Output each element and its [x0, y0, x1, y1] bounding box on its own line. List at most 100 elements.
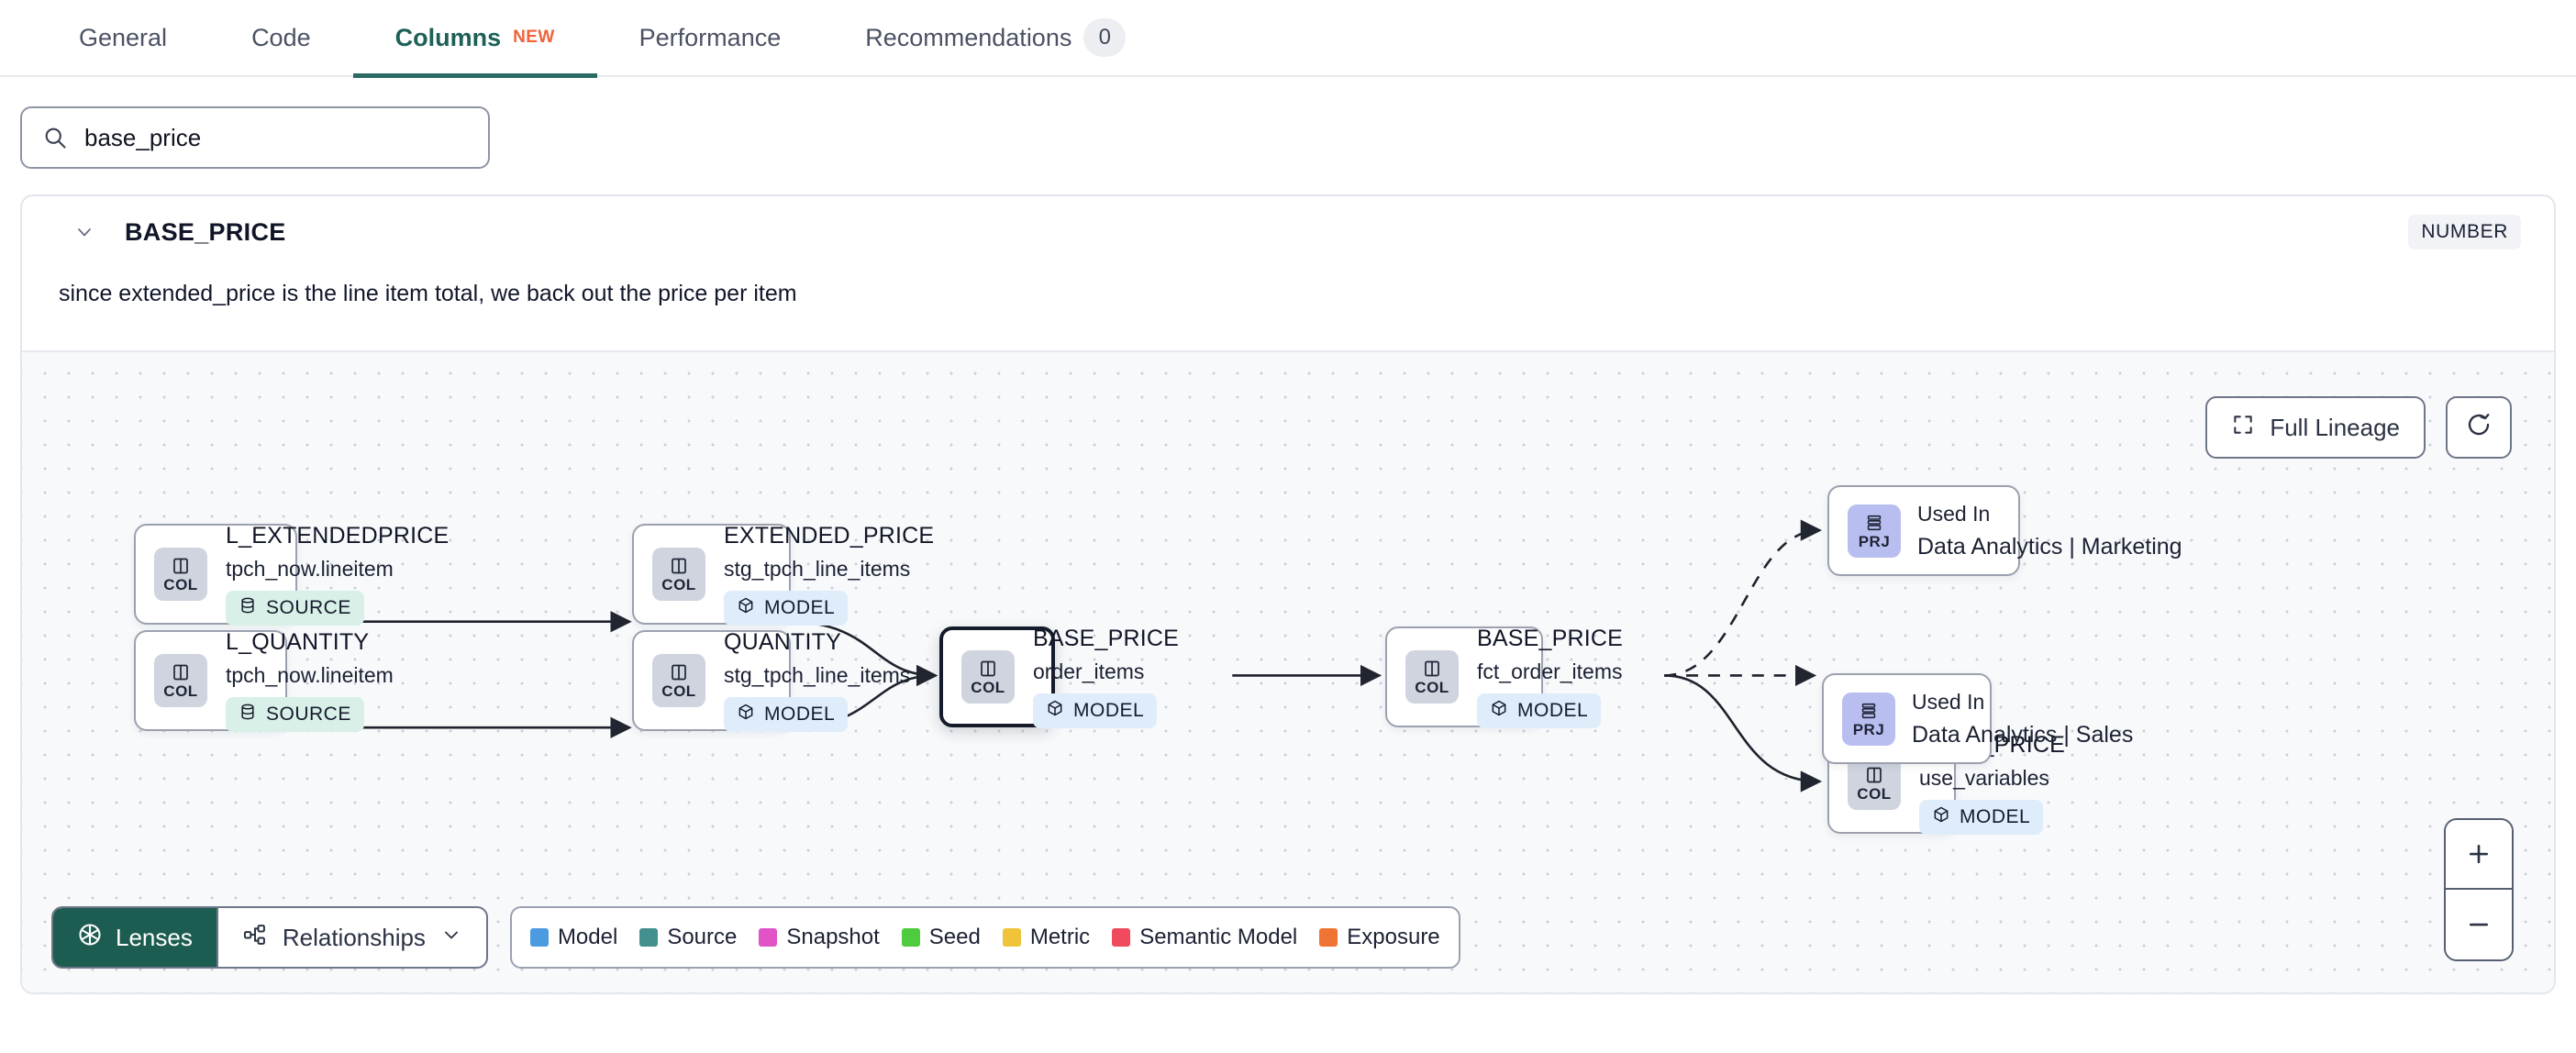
database-icon: [239, 703, 257, 726]
node-body: L_EXTENDEDPRICE tpch_now.lineitem SOURCE: [226, 523, 449, 626]
tab-label: Columns: [394, 23, 502, 51]
node-subtitle: order_items: [1033, 660, 1145, 683]
lineage-node-base-price-fct-order-items[interactable]: COL BASE_PRICE fct_order_items MODEL: [1385, 626, 1623, 728]
zoom-out-button[interactable]: [2446, 890, 2512, 959]
node-subtitle: use_variables: [1919, 766, 2049, 790]
node-type-pill: SOURCE: [226, 697, 364, 732]
col-icon-label: COL: [661, 682, 696, 700]
node-name: Data Analytics | Sales: [1912, 721, 2134, 748]
search-icon: [42, 125, 68, 150]
legend-swatch: [639, 928, 659, 947]
pill-label: MODEL: [764, 597, 836, 618]
legend-item-snapshot: Snapshot: [759, 925, 880, 950]
lineage-node-base-price-order-items[interactable]: COL BASE_PRICE order_items MODEL: [939, 626, 1179, 728]
node-body: Used In Data Analytics | Sales: [1912, 690, 2133, 748]
database-icon: [239, 596, 257, 620]
full-lineage-button[interactable]: Full Lineage: [2205, 396, 2426, 459]
col-icon: COL: [154, 548, 207, 601]
col-icon: COL: [1848, 757, 1901, 810]
lenses-relationships-group: Lenses Relationships: [51, 906, 488, 969]
legend-swatch: [529, 928, 549, 947]
tab-general[interactable]: General: [37, 0, 209, 76]
node-type-pill: MODEL: [724, 697, 849, 732]
tab-label: General: [79, 23, 168, 51]
node-subtitle: stg_tpch_line_items: [724, 557, 911, 581]
node-name: L_EXTENDEDPRICE: [226, 523, 450, 549]
lineage-node-project-marketing[interactable]: PRJ Used In Data Analytics | Marketing: [1827, 485, 2182, 576]
node-subtitle: tpch_now.lineitem: [226, 663, 394, 687]
cube-icon: [737, 596, 755, 620]
lineage-node-l-extendedprice[interactable]: COL L_EXTENDEDPRICE tpch_now.lineitem SO…: [134, 523, 449, 626]
legend-swatch: [759, 928, 778, 947]
zoom-in-button[interactable]: [2446, 820, 2512, 890]
column-header: BASE_PRICE NUMBER: [22, 196, 2554, 268]
lenses-label: Lenses: [116, 923, 193, 951]
node-subtitle: tpch_now.lineitem: [226, 557, 394, 581]
relationships-label: Relationships: [282, 923, 426, 951]
legend-item-metric: Metric: [1002, 925, 1090, 950]
col-icon: COL: [652, 548, 705, 601]
legend-item-exposure: Exposure: [1319, 925, 1440, 950]
pill-label: MODEL: [764, 704, 836, 725]
tab-code[interactable]: Code: [209, 0, 353, 76]
search-value: base_price: [84, 123, 202, 151]
col-icon-label: COL: [163, 576, 198, 593]
node-subtitle: stg_tpch_line_items: [724, 663, 911, 687]
lineage-node-quantity[interactable]: COL QUANTITY stg_tpch_line_items MODEL: [632, 629, 910, 732]
col-icon-label: COL: [1857, 785, 1892, 803]
legend-label: Exposure: [1347, 925, 1440, 949]
node-name: EXTENDED_PRICE: [724, 523, 935, 549]
node-body: Used In Data Analytics | Marketing: [1917, 502, 2182, 560]
cube-icon: [737, 703, 755, 726]
cube-icon: [1932, 805, 1950, 829]
project-icon: PRJ: [1848, 504, 1901, 558]
col-icon: COL: [154, 654, 207, 707]
refresh-button[interactable]: [2446, 396, 2512, 459]
legend-swatch: [1319, 928, 1338, 947]
canvas-bottom-bar: Lenses Relationships: [51, 906, 1460, 969]
node-subtitle: fct_order_items: [1477, 660, 1623, 683]
tab-recommendations[interactable]: Recommendations 0: [823, 0, 1168, 76]
relationships-icon: [242, 922, 268, 954]
node-body: EXTENDED_PRICE stg_tpch_line_items MODEL: [724, 523, 934, 626]
node-body: BASE_PRICE fct_order_items MODEL: [1477, 626, 1623, 728]
page-title: BASE_PRICE: [125, 217, 286, 246]
legend-item-seed: Seed: [901, 925, 981, 950]
tab-performance[interactable]: Performance: [597, 0, 824, 76]
pill-label: MODEL: [1960, 806, 2031, 827]
search-input[interactable]: base_price: [20, 106, 490, 169]
chevron-down-icon: [440, 924, 462, 952]
legend-swatch: [1112, 928, 1131, 947]
relationships-dropdown[interactable]: Relationships: [216, 908, 486, 967]
col-icon-label: COL: [163, 682, 198, 700]
lineage-legend: Model Source Snapshot Seed Metric: [509, 906, 1460, 969]
legend-swatch: [901, 928, 920, 947]
tab-new-badge: NEW: [513, 28, 555, 47]
lineage-edges: [284, 519, 1823, 793]
lineage-node-extended-price[interactable]: COL EXTENDED_PRICE stg_tpch_line_items M…: [632, 523, 934, 626]
chevron-down-icon[interactable]: [73, 221, 95, 243]
zoom-controls: [2444, 818, 2514, 961]
tab-label: Performance: [638, 23, 782, 51]
lineage-node-project-sales[interactable]: PRJ Used In Data Analytics | Sales: [1822, 673, 2133, 764]
legend-label: Semantic Model: [1139, 925, 1298, 949]
lenses-button[interactable]: Lenses: [53, 908, 217, 967]
lineage-node-l-quantity[interactable]: COL L_QUANTITY tpch_now.lineitem SOURCE: [134, 629, 394, 732]
tab-columns[interactable]: Columns NEW: [352, 0, 597, 78]
node-type-pill: SOURCE: [226, 591, 364, 626]
project-icon-label: PRJ: [1852, 720, 1885, 738]
column-description: since extended_price is the line item to…: [59, 281, 797, 306]
legend-item-semantic-model: Semantic Model: [1112, 925, 1297, 950]
legend-item-source: Source: [639, 925, 737, 950]
node-body: BASE_PRICE order_items MODEL: [1033, 626, 1179, 728]
node-name: Data Analytics | Marketing: [1917, 533, 2182, 560]
col-icon-label: COL: [1415, 679, 1449, 696]
project-icon: PRJ: [1842, 692, 1895, 746]
search-area: base_price: [0, 77, 2576, 169]
node-used-in-label: Used In: [1917, 501, 1991, 526]
aperture-icon: [77, 922, 103, 954]
col-icon-label: COL: [971, 679, 1005, 696]
node-used-in-label: Used In: [1912, 689, 1985, 714]
lineage-canvas[interactable]: COL L_EXTENDEDPRICE tpch_now.lineitem SO…: [22, 350, 2554, 992]
node-type-pill: MODEL: [724, 591, 849, 626]
